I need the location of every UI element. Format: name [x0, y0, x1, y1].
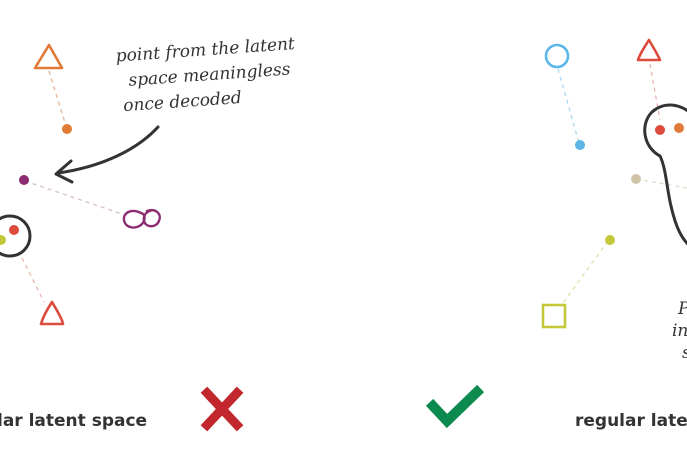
right-annotation: P in s: [672, 299, 687, 363]
dashed-link: [21, 257, 45, 303]
cluster-outline: [643, 103, 687, 246]
dashed-link: [557, 68, 580, 144]
arrow-head-icon: [54, 159, 74, 184]
right-annotation-line-1: P: [677, 299, 687, 319]
cluster-circle: [0, 214, 32, 258]
lime-point: [605, 235, 615, 245]
regular-latent-space-panel: P in s regular latent: [541, 38, 687, 431]
orange-point: [62, 124, 72, 134]
red-point: [655, 125, 665, 135]
lime-point: [0, 235, 6, 245]
annotation-line-2: space meaningless: [128, 59, 291, 90]
orange-point: [674, 123, 684, 133]
annotation-line-3: once decoded: [123, 88, 243, 116]
cross-icon: [200, 386, 244, 432]
dashed-link: [635, 178, 687, 189]
red-point: [9, 225, 19, 235]
check-icon: [425, 384, 485, 429]
dashed-link: [562, 240, 609, 304]
red-triangle-icon: [39, 300, 65, 326]
dashed-link: [649, 63, 661, 121]
lime-square-icon: [541, 303, 567, 329]
dashed-link: [24, 180, 126, 216]
right-caption: regular latent: [575, 411, 687, 431]
beige-point: [631, 174, 641, 184]
purple-scribble-icon: [122, 209, 161, 229]
dashed-link: [48, 70, 67, 127]
right-annotation-line-3: s: [682, 343, 687, 363]
right-annotation-line-2: in: [672, 321, 687, 341]
purple-point: [19, 175, 29, 185]
blue-point: [575, 140, 585, 150]
red-triangle-icon: [636, 38, 662, 62]
annotation-line: point from the latent space meaningless …: [115, 34, 304, 117]
left-caption: lar latent space: [0, 411, 147, 431]
irregular-latent-space-panel: point from the latent space meaningless …: [0, 34, 304, 431]
orange-triangle-icon: [33, 43, 64, 70]
blue-circle-icon: [544, 43, 570, 69]
annotation-arrow: [56, 125, 160, 175]
